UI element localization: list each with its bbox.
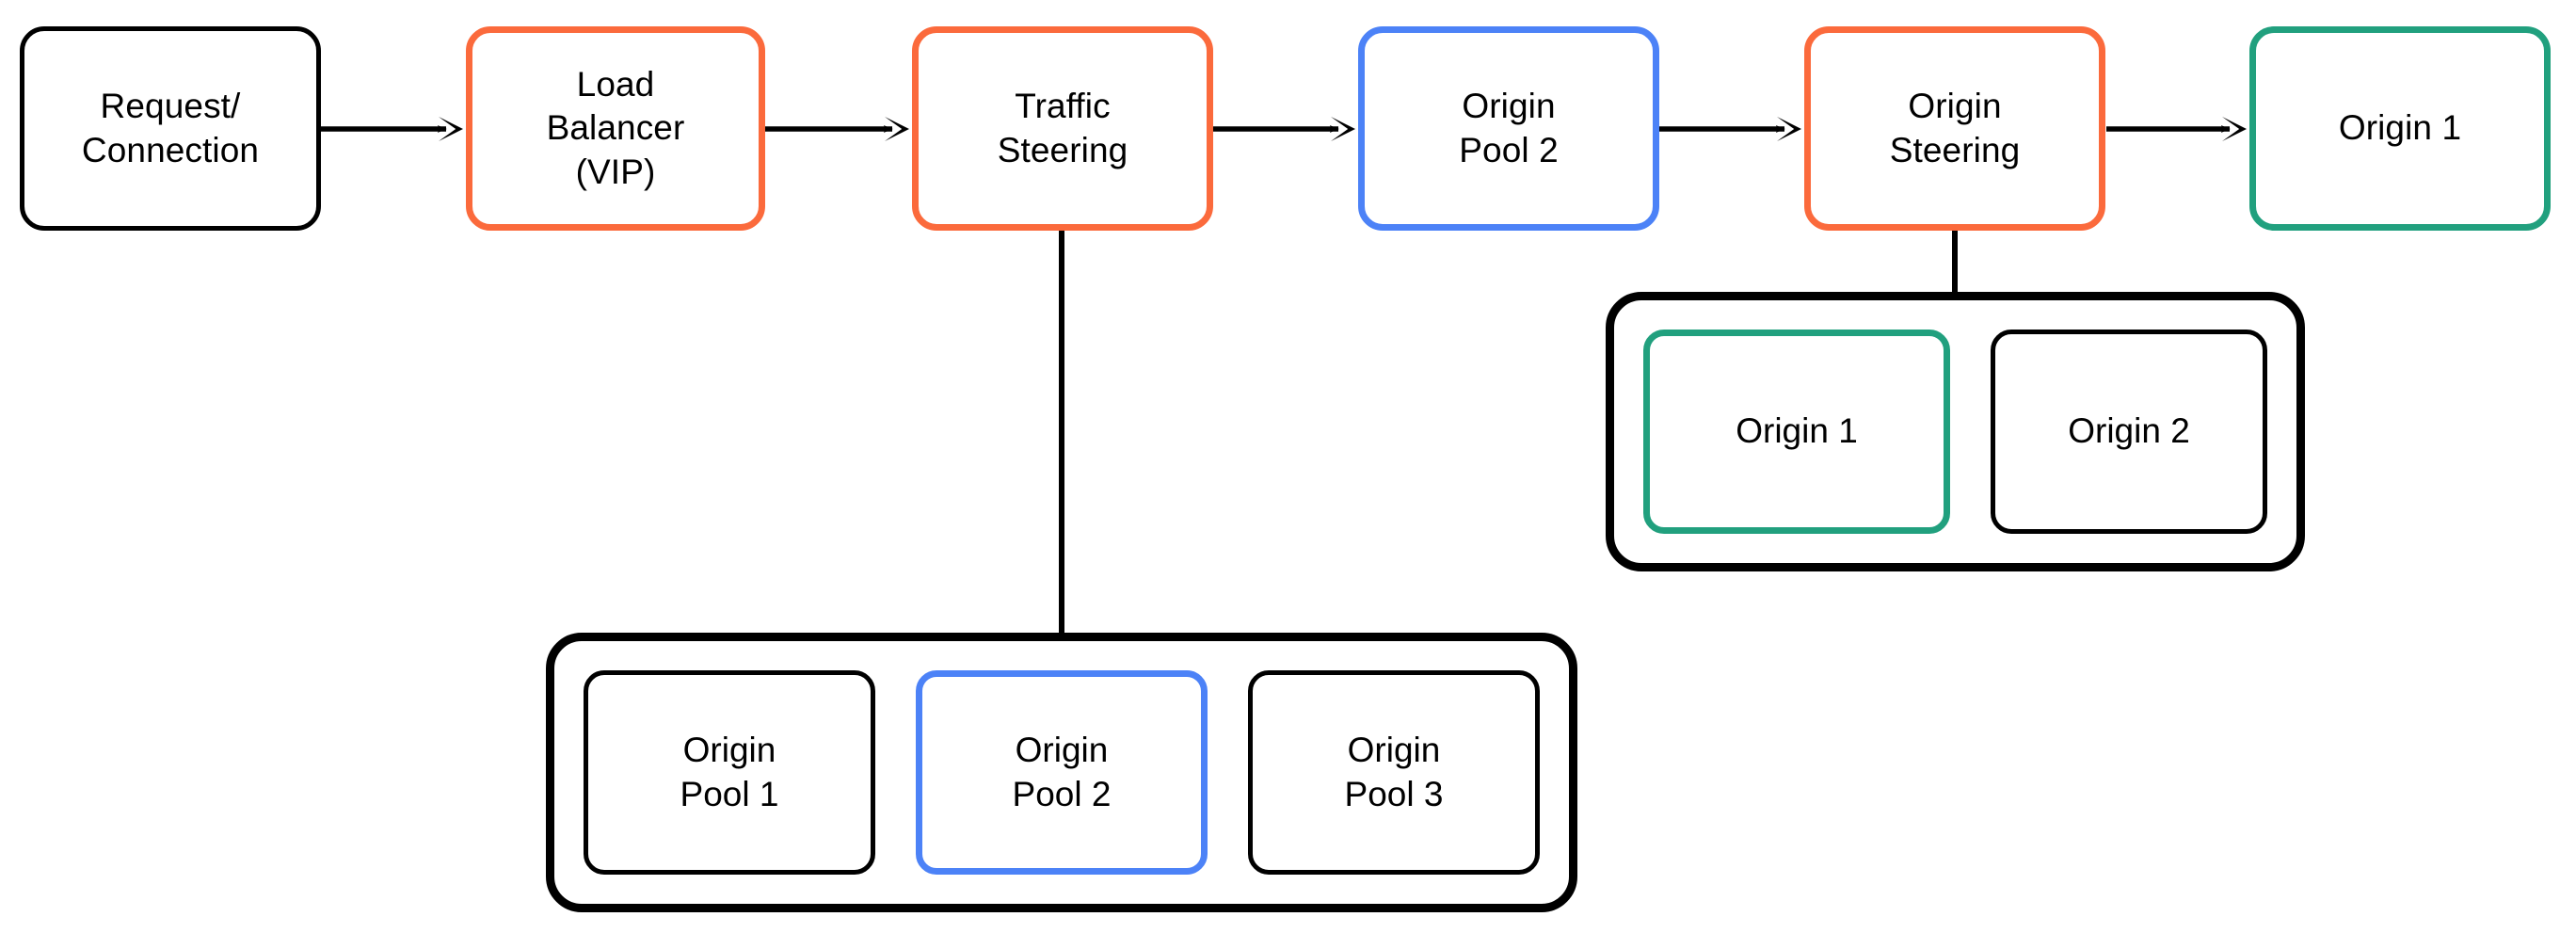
node-request-label: Request/ Connection bbox=[81, 86, 260, 169]
node-origin-steering[interactable]: Origin Steering bbox=[1804, 26, 2105, 231]
group-origin-pools-group: Origin Pool 1 Origin Pool 2 Origin Pool 3 bbox=[546, 633, 1577, 912]
node-traffic-steering-label: Traffic Steering bbox=[997, 86, 1128, 169]
arrow-request-to-lb-head bbox=[439, 117, 463, 141]
arrow-originsteer-to-origin1-head bbox=[2222, 117, 2247, 141]
node-origin-1-final[interactable]: Origin 1 bbox=[2249, 26, 2551, 231]
node-origin-pool-1-label: Origin Pool 1 bbox=[680, 730, 779, 813]
node-load-balancer-label: Load Balancer (VIP) bbox=[546, 64, 685, 191]
node-origin-pool-2-child-label: Origin Pool 2 bbox=[1012, 730, 1112, 813]
node-origin-pool-2[interactable]: Origin Pool 2 bbox=[1358, 26, 1659, 231]
node-load-balancer[interactable]: Load Balancer (VIP) bbox=[466, 26, 765, 231]
node-origin-pool-3-label: Origin Pool 3 bbox=[1344, 730, 1444, 813]
node-origin-1[interactable]: Origin 1 bbox=[1643, 330, 1950, 534]
node-request[interactable]: Request/ Connection bbox=[20, 26, 321, 231]
node-origin-2[interactable]: Origin 2 bbox=[1991, 330, 2267, 534]
group-origins-group: Origin 1 Origin 2 bbox=[1606, 292, 2305, 571]
node-origin-1-final-label: Origin 1 bbox=[2338, 108, 2462, 148]
arrow-lb-to-traffic-head bbox=[885, 117, 909, 141]
arrow-traffic-to-pool2-head bbox=[1331, 117, 1355, 141]
node-origin-1-label: Origin 1 bbox=[1736, 411, 1858, 451]
node-origin-pool-3[interactable]: Origin Pool 3 bbox=[1248, 670, 1540, 875]
node-origin-pool-2-child[interactable]: Origin Pool 2 bbox=[916, 670, 1208, 875]
arrow-pool2-to-originsteer-head bbox=[1777, 117, 1801, 141]
node-origin-pool-2-label: Origin Pool 2 bbox=[1459, 86, 1559, 169]
node-origin-pool-1[interactable]: Origin Pool 1 bbox=[584, 670, 875, 875]
node-traffic-steering[interactable]: Traffic Steering bbox=[912, 26, 1213, 231]
node-origin-steering-label: Origin Steering bbox=[1889, 86, 2021, 169]
node-origin-2-label: Origin 2 bbox=[2068, 411, 2190, 451]
